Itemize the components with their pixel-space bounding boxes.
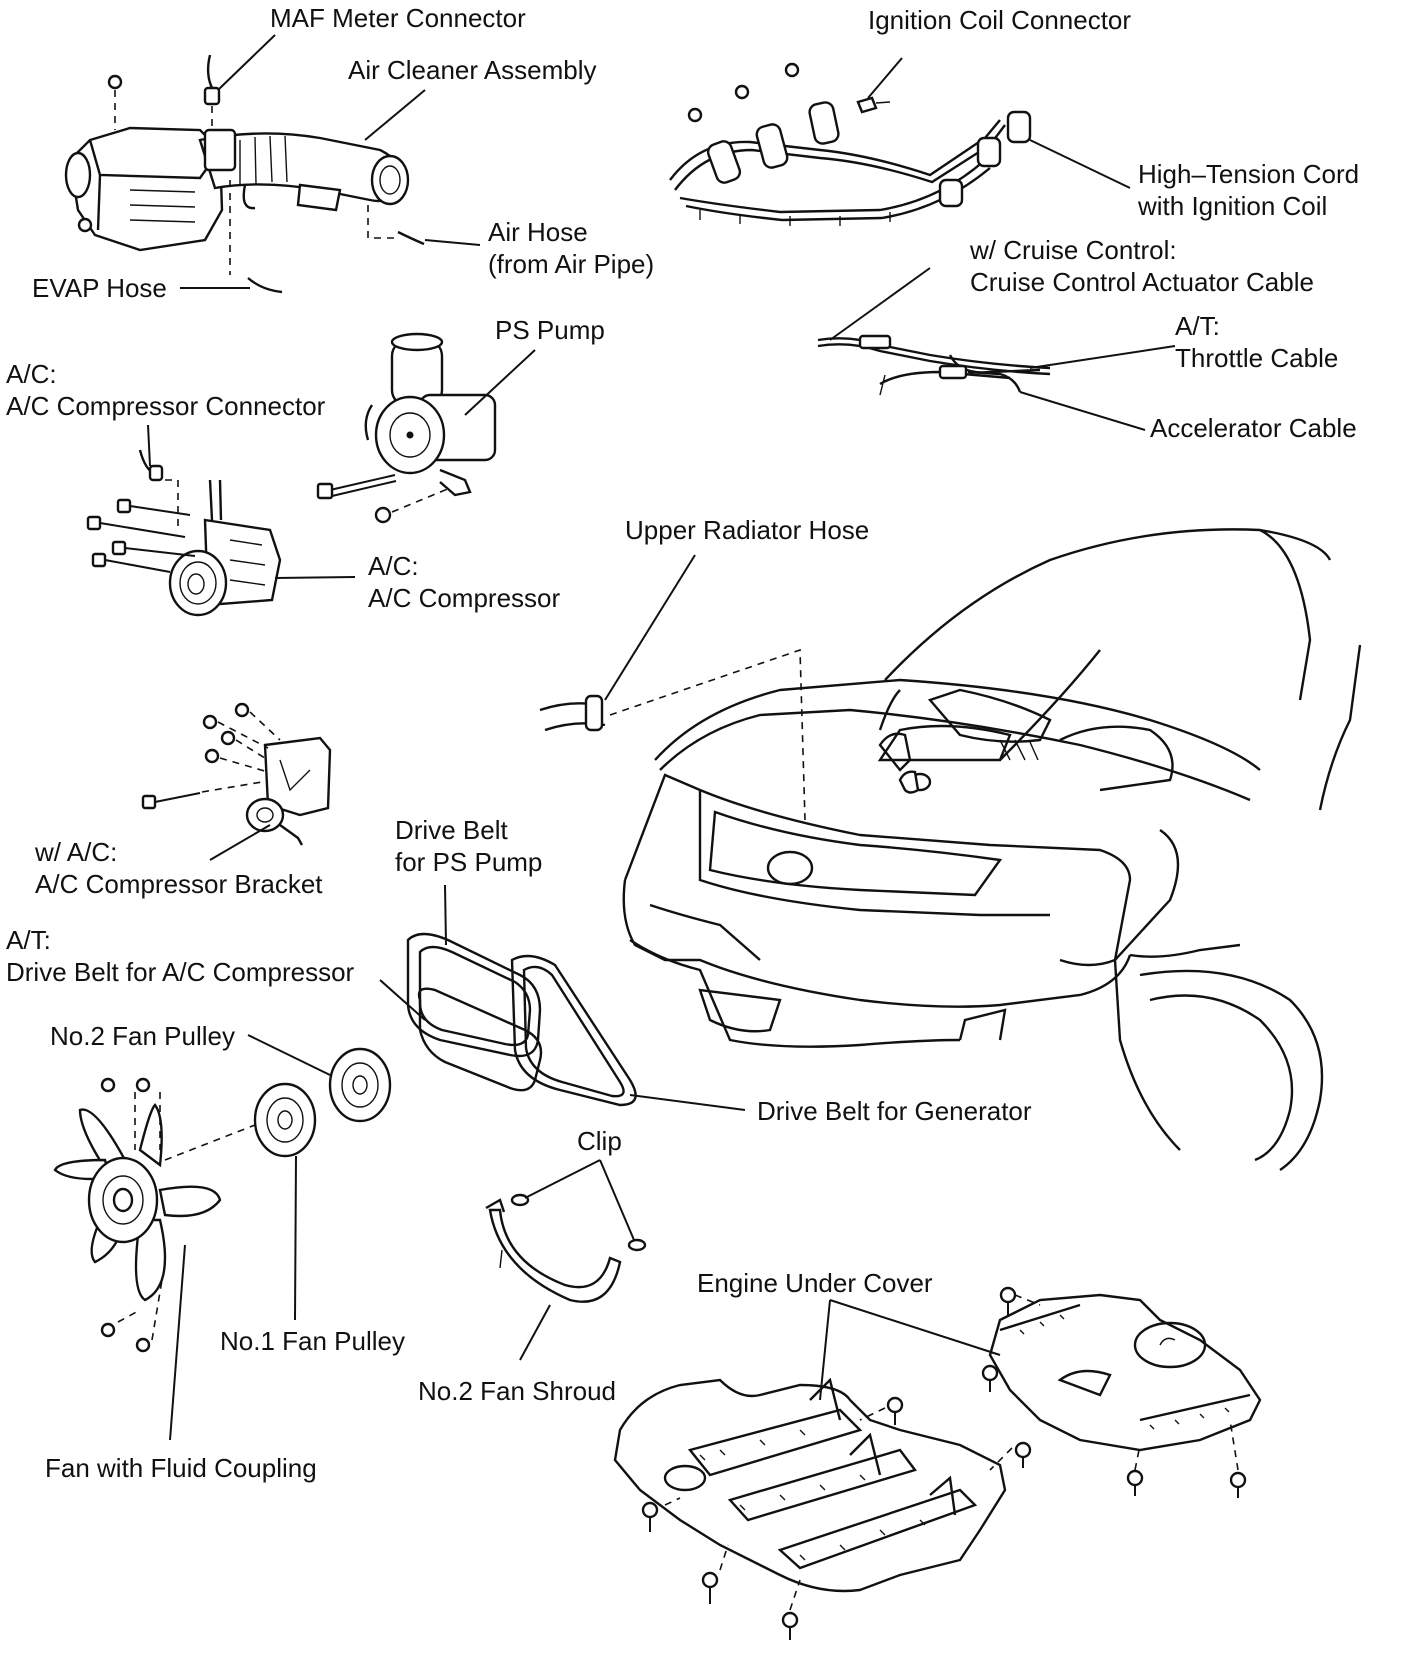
label-high-tension-cord-line2: with Ignition Coil (1138, 191, 1328, 221)
label-clip: Clip (577, 1126, 622, 1156)
label-ac-compressor-connector: A/C: A/C Compressor Connector (6, 358, 325, 422)
fan-shroud-drawing (485, 1193, 647, 1303)
engine-under-cover-drawing (613, 1286, 1262, 1640)
label-ac-compressor-connector-line2: A/C Compressor Connector (6, 391, 326, 421)
vehicle-front-drawing (622, 528, 1362, 1171)
label-no2-fan-shroud: No.2 Fan Shroud (418, 1376, 617, 1406)
label-ignition-coil-connector: Ignition Coil Connector (868, 5, 1132, 35)
drive-belts-drawing (406, 932, 637, 1107)
label-air-hose: Air Hose (from Air Pipe) (488, 216, 654, 280)
label-drive-belt-ps-pump-line2: for PS Pump (395, 847, 543, 877)
label-at-throttle-cable-line2: Throttle Cable (1175, 343, 1339, 373)
fan-pulleys-drawing (53, 1047, 392, 1353)
upper-radiator-hose-drawing (539, 648, 920, 821)
label-cruise-control: w/ Cruise Control: Cruise Control Actuat… (970, 234, 1314, 298)
ignition-coil-drawing (669, 62, 1032, 226)
cables-drawing (817, 334, 1051, 396)
ac-bracket-drawing (141, 702, 332, 846)
label-evap-hose: EVAP Hose (32, 273, 167, 303)
label-at-throttle-cable-line1: A/T: (1175, 311, 1220, 341)
label-at-drive-belt-ac-compressor-line1: A/T: (6, 925, 51, 955)
label-at-drive-belt-ac-compressor: A/T: Drive Belt for A/C Compressor (6, 924, 354, 988)
label-no1-fan-pulley: No.1 Fan Pulley (220, 1326, 405, 1356)
label-drive-belt-ps-pump: Drive Belt for PS Pump (395, 814, 542, 878)
label-accelerator-cable: Accelerator Cable (1150, 413, 1357, 443)
ac-compressor-drawing (86, 449, 282, 617)
ps-pump-drawing (316, 332, 497, 524)
label-high-tension-cord-line1: High–Tension Cord (1138, 159, 1360, 189)
label-ac-compressor-line1: A/C: (368, 551, 419, 581)
label-engine-under-cover: Engine Under Cover (697, 1268, 933, 1298)
label-maf-meter-connector: MAF Meter Connector (270, 3, 526, 33)
leader-lines (147, 34, 1176, 1441)
label-air-hose-line1: Air Hose (488, 217, 588, 247)
label-cruise-control-line1: w/ Cruise Control: (970, 235, 1177, 265)
label-no2-fan-pulley: No.2 Fan Pulley (50, 1021, 235, 1051)
label-ac-compressor-bracket: w/ A/C: A/C Compressor Bracket (35, 836, 323, 900)
label-upper-radiator-hose: Upper Radiator Hose (625, 515, 870, 545)
label-high-tension-cord: High–Tension Cord with Ignition Coil (1138, 158, 1359, 222)
label-ac-compressor-bracket-line2: A/C Compressor Bracket (35, 869, 323, 899)
label-at-throttle-cable: A/T: Throttle Cable (1175, 310, 1338, 374)
label-air-hose-line2: (from Air Pipe) (488, 249, 655, 279)
label-ps-pump: PS Pump (495, 315, 605, 345)
label-cruise-control-line2: Cruise Control Actuator Cable (970, 267, 1314, 297)
label-drive-belt-ps-pump-line1: Drive Belt (395, 815, 508, 845)
label-air-cleaner-assembly: Air Cleaner Assembly (348, 55, 597, 85)
label-ac-compressor-bracket-line1: w/ A/C: (35, 837, 118, 867)
label-ac-compressor-connector-line1: A/C: (6, 359, 57, 389)
label-at-drive-belt-ac-compressor-line2: Drive Belt for A/C Compressor (6, 957, 355, 987)
label-fan-with-fluid-coupling: Fan with Fluid Coupling (45, 1453, 317, 1483)
label-drive-belt-generator: Drive Belt for Generator (757, 1096, 1032, 1126)
label-ac-compressor-line2: A/C Compressor (368, 583, 561, 613)
air-cleaner-assembly-drawing (64, 54, 425, 294)
label-ac-compressor: A/C: A/C Compressor (368, 550, 560, 614)
